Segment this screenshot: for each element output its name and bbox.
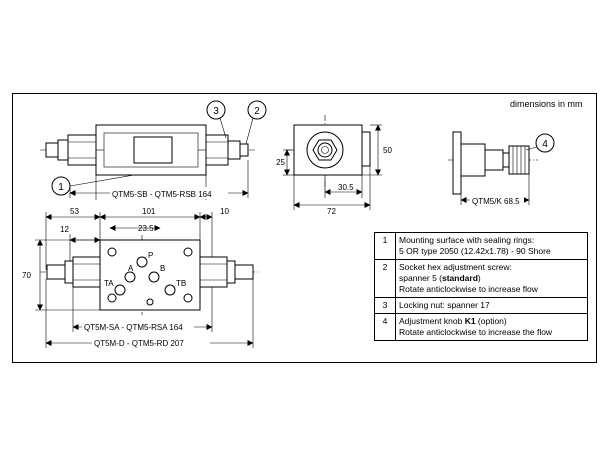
note-text-part: (option) — [475, 316, 507, 326]
end-view-dim-72: 72 — [327, 207, 336, 216]
side-view: QTM5-SB - QTM5-RSB 164 — [40, 124, 255, 200]
note-text-part: Rotate anticlockwise to increase the flo… — [399, 327, 553, 337]
plan-dim-12: 12 — [60, 225, 69, 234]
port-tb-label: TB — [176, 279, 186, 288]
note-text: Adjustment knob K1 (option)Rotate anticl… — [395, 313, 588, 341]
end-view-dim-25: 25 — [276, 158, 285, 167]
plan-dim-53: 53 — [70, 207, 79, 216]
end-view: 25 50 30.5 72 — [276, 115, 392, 216]
plan-dim-10: 10 — [220, 207, 229, 216]
note-number: 1 — [374, 232, 396, 260]
knob-view: QTM5/K 68.5 — [448, 131, 538, 206]
note-number: 2 — [374, 259, 396, 298]
note-line: Socket hex adjustment screw: — [399, 262, 584, 273]
end-view-dim-30-5: 30.5 — [338, 183, 354, 192]
note-line: Adjustment knob K1 (option) — [399, 316, 584, 327]
note-text: Socket hex adjustment screw:spanner 5 (s… — [395, 259, 588, 298]
plan-length-sa: QT5M-SA - QTM5-RSA 164 — [84, 323, 183, 332]
note-text-part: K1 — [464, 316, 476, 326]
note-text-part: standard — [442, 273, 478, 283]
svg-text:4: 4 — [542, 139, 548, 150]
knob-view-length-label: QTM5/K 68.5 — [472, 197, 520, 206]
svg-text:3: 3 — [213, 106, 219, 117]
note-text-part: ) — [477, 273, 481, 283]
port-b-label: B — [160, 264, 165, 273]
note-line: spanner 5 (standard) — [399, 273, 584, 284]
drawing-frame — [12, 93, 597, 363]
note-text: Mounting surface with sealing rings:5 OR… — [395, 232, 588, 260]
callout-4: 4 — [525, 133, 555, 153]
callout-3: 3 — [206, 100, 227, 139]
note-text-part: 5 OR type 2050 (12.42x1.78) - 90 Shore — [399, 246, 551, 256]
note-line: Mounting surface with sealing rings: — [399, 235, 584, 246]
callout-1: 1 — [51, 174, 135, 196]
note-line: 5 OR type 2050 (12.42x1.78) - 90 Shore — [399, 246, 584, 257]
note-text-part: Rotate anticlockwise to increase flow — [399, 284, 538, 294]
svg-text:2: 2 — [254, 106, 260, 117]
svg-text:1: 1 — [58, 182, 64, 193]
port-p-label: P — [148, 251, 153, 260]
port-a-label: A — [128, 264, 134, 273]
note-line: Rotate anticlockwise to increase the flo… — [399, 327, 584, 338]
note-text-part: Adjustment knob — [399, 316, 465, 326]
note-text-part: Mounting surface with sealing rings: — [399, 235, 535, 245]
note-line: Locking nut: spanner 17 — [399, 300, 584, 311]
end-view-dim-50: 50 — [383, 146, 392, 155]
port-ta-label: TA — [104, 279, 114, 288]
plan-dim-70: 70 — [22, 271, 31, 280]
units-label: dimensions in mm — [510, 99, 583, 109]
side-view-length-label: QTM5-SB - QTM5-RSB 164 — [112, 190, 212, 199]
note-text-part: Locking nut: spanner 17 — [399, 300, 490, 310]
plan-length-d: QT5M-D - QTM5-RD 207 — [94, 339, 184, 348]
plan-dim-23-5: 23.5 — [138, 224, 154, 233]
note-text-part: spanner 5 ( — [399, 273, 442, 283]
plan-dim-101: 101 — [142, 207, 156, 216]
note-number: 4 — [374, 313, 396, 341]
callout-2: 2 — [245, 100, 267, 145]
note-line: Rotate anticlockwise to increase flow — [399, 284, 584, 295]
plan-view: 53 101 10 12 23.5 70 — [22, 207, 260, 348]
note-number: 3 — [374, 297, 396, 314]
note-text-part: Socket hex adjustment screw: — [399, 262, 512, 272]
note-text: Locking nut: spanner 17 — [395, 297, 588, 314]
